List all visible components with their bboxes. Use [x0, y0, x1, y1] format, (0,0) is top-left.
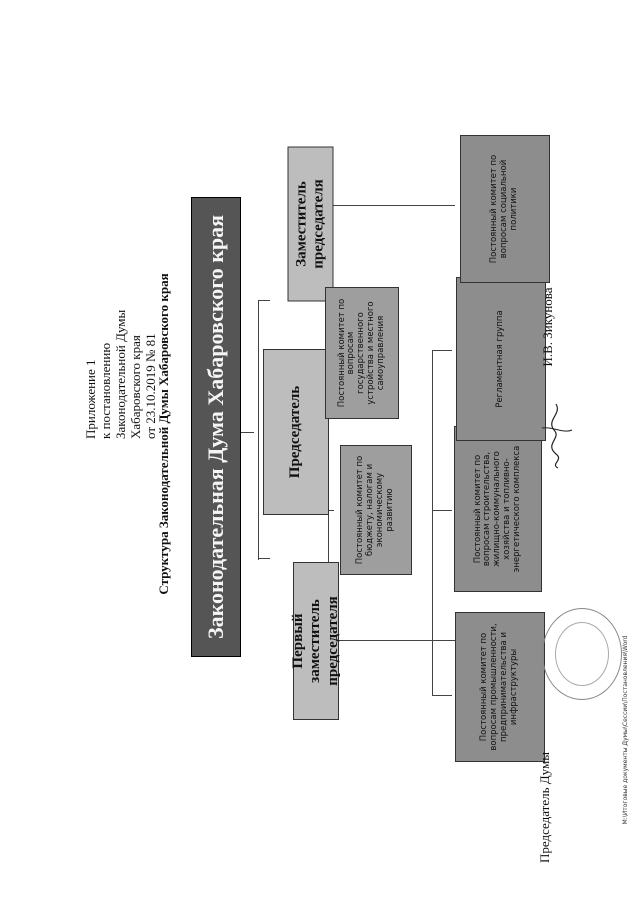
committee-state-label: Постоянный комитет по вопросам государст… [336, 298, 386, 408]
connector-line [432, 350, 452, 351]
signature-position: Председатель Думы [536, 723, 554, 863]
chairman-label: Председатель [287, 385, 304, 479]
committee-budget-label: Постоянный комитет по бюджету, налогам и… [355, 455, 395, 565]
footer-path-text: M:\Итоговые документы Думы\Сессии\Постан… [621, 635, 629, 825]
connector-line [300, 640, 455, 641]
reglament-label: Регламентная группа [495, 310, 506, 408]
official-stamp [542, 608, 622, 700]
connector-line [432, 695, 452, 696]
signature-name-text: И.В. Зикунова [540, 287, 555, 367]
appendix-line-1: Приложение 1 [82, 359, 98, 439]
committee-construction-node: Постоянный комитет по вопросам строитель… [454, 426, 542, 592]
duma-label: Законодательная Дума Хабаровского края [203, 214, 229, 640]
deputy-label: Заместитель председателя [293, 179, 327, 269]
connector-line [258, 300, 270, 301]
duma-node: Законодательная Дума Хабаровского края [191, 197, 241, 657]
deputy-node: Заместитель председателя [287, 146, 334, 302]
committee-state-node: Постоянный комитет по вопросам государст… [325, 287, 399, 419]
handwritten-signature [541, 403, 573, 469]
official-stamp-inner [555, 622, 609, 686]
connector-line [258, 558, 270, 559]
connector-line [432, 350, 433, 695]
connector-line [432, 510, 452, 511]
appendix-line-3: Законодательной Думы [112, 309, 128, 439]
appendix-line-2: к постановлению [97, 342, 113, 439]
committee-industry-label: Постоянный комитет по вопросам промышлен… [479, 623, 519, 751]
committee-budget-node: Постоянный комитет по бюджету, налогам и… [340, 445, 412, 575]
first-deputy-label: Первый заместитель председателя [290, 596, 341, 686]
appendix-line-4: Хабаровского края [127, 335, 143, 439]
footer-path: M:\Итоговые документы Думы\Сессии\Постан… [620, 615, 630, 845]
appendix-block: Приложение 1 к постановлению Законодател… [81, 239, 159, 439]
page-title-text: Структура Законодательной Думы Хабаровск… [156, 273, 171, 595]
committee-social-node: Постоянный комитет по вопросам социально… [460, 135, 550, 283]
committee-social-label: Постоянный комитет по вопросам социально… [489, 154, 519, 264]
chairman-node: Председатель [263, 349, 329, 515]
committee-construction-label: Постоянный комитет по вопросам строитель… [472, 445, 522, 573]
first-deputy-node: Первый заместитель председателя [290, 562, 341, 720]
page-title: Структура Законодательной Думы Хабаровск… [154, 254, 174, 614]
committee-industry-node: Постоянный комитет по вопросам промышлен… [455, 612, 545, 762]
connector-line [258, 300, 259, 560]
connector-line [300, 205, 455, 206]
signature-position-text: Председатель Думы [537, 752, 552, 863]
connector-line [236, 432, 254, 433]
signature-name: И.В. Зикунова [539, 287, 557, 367]
